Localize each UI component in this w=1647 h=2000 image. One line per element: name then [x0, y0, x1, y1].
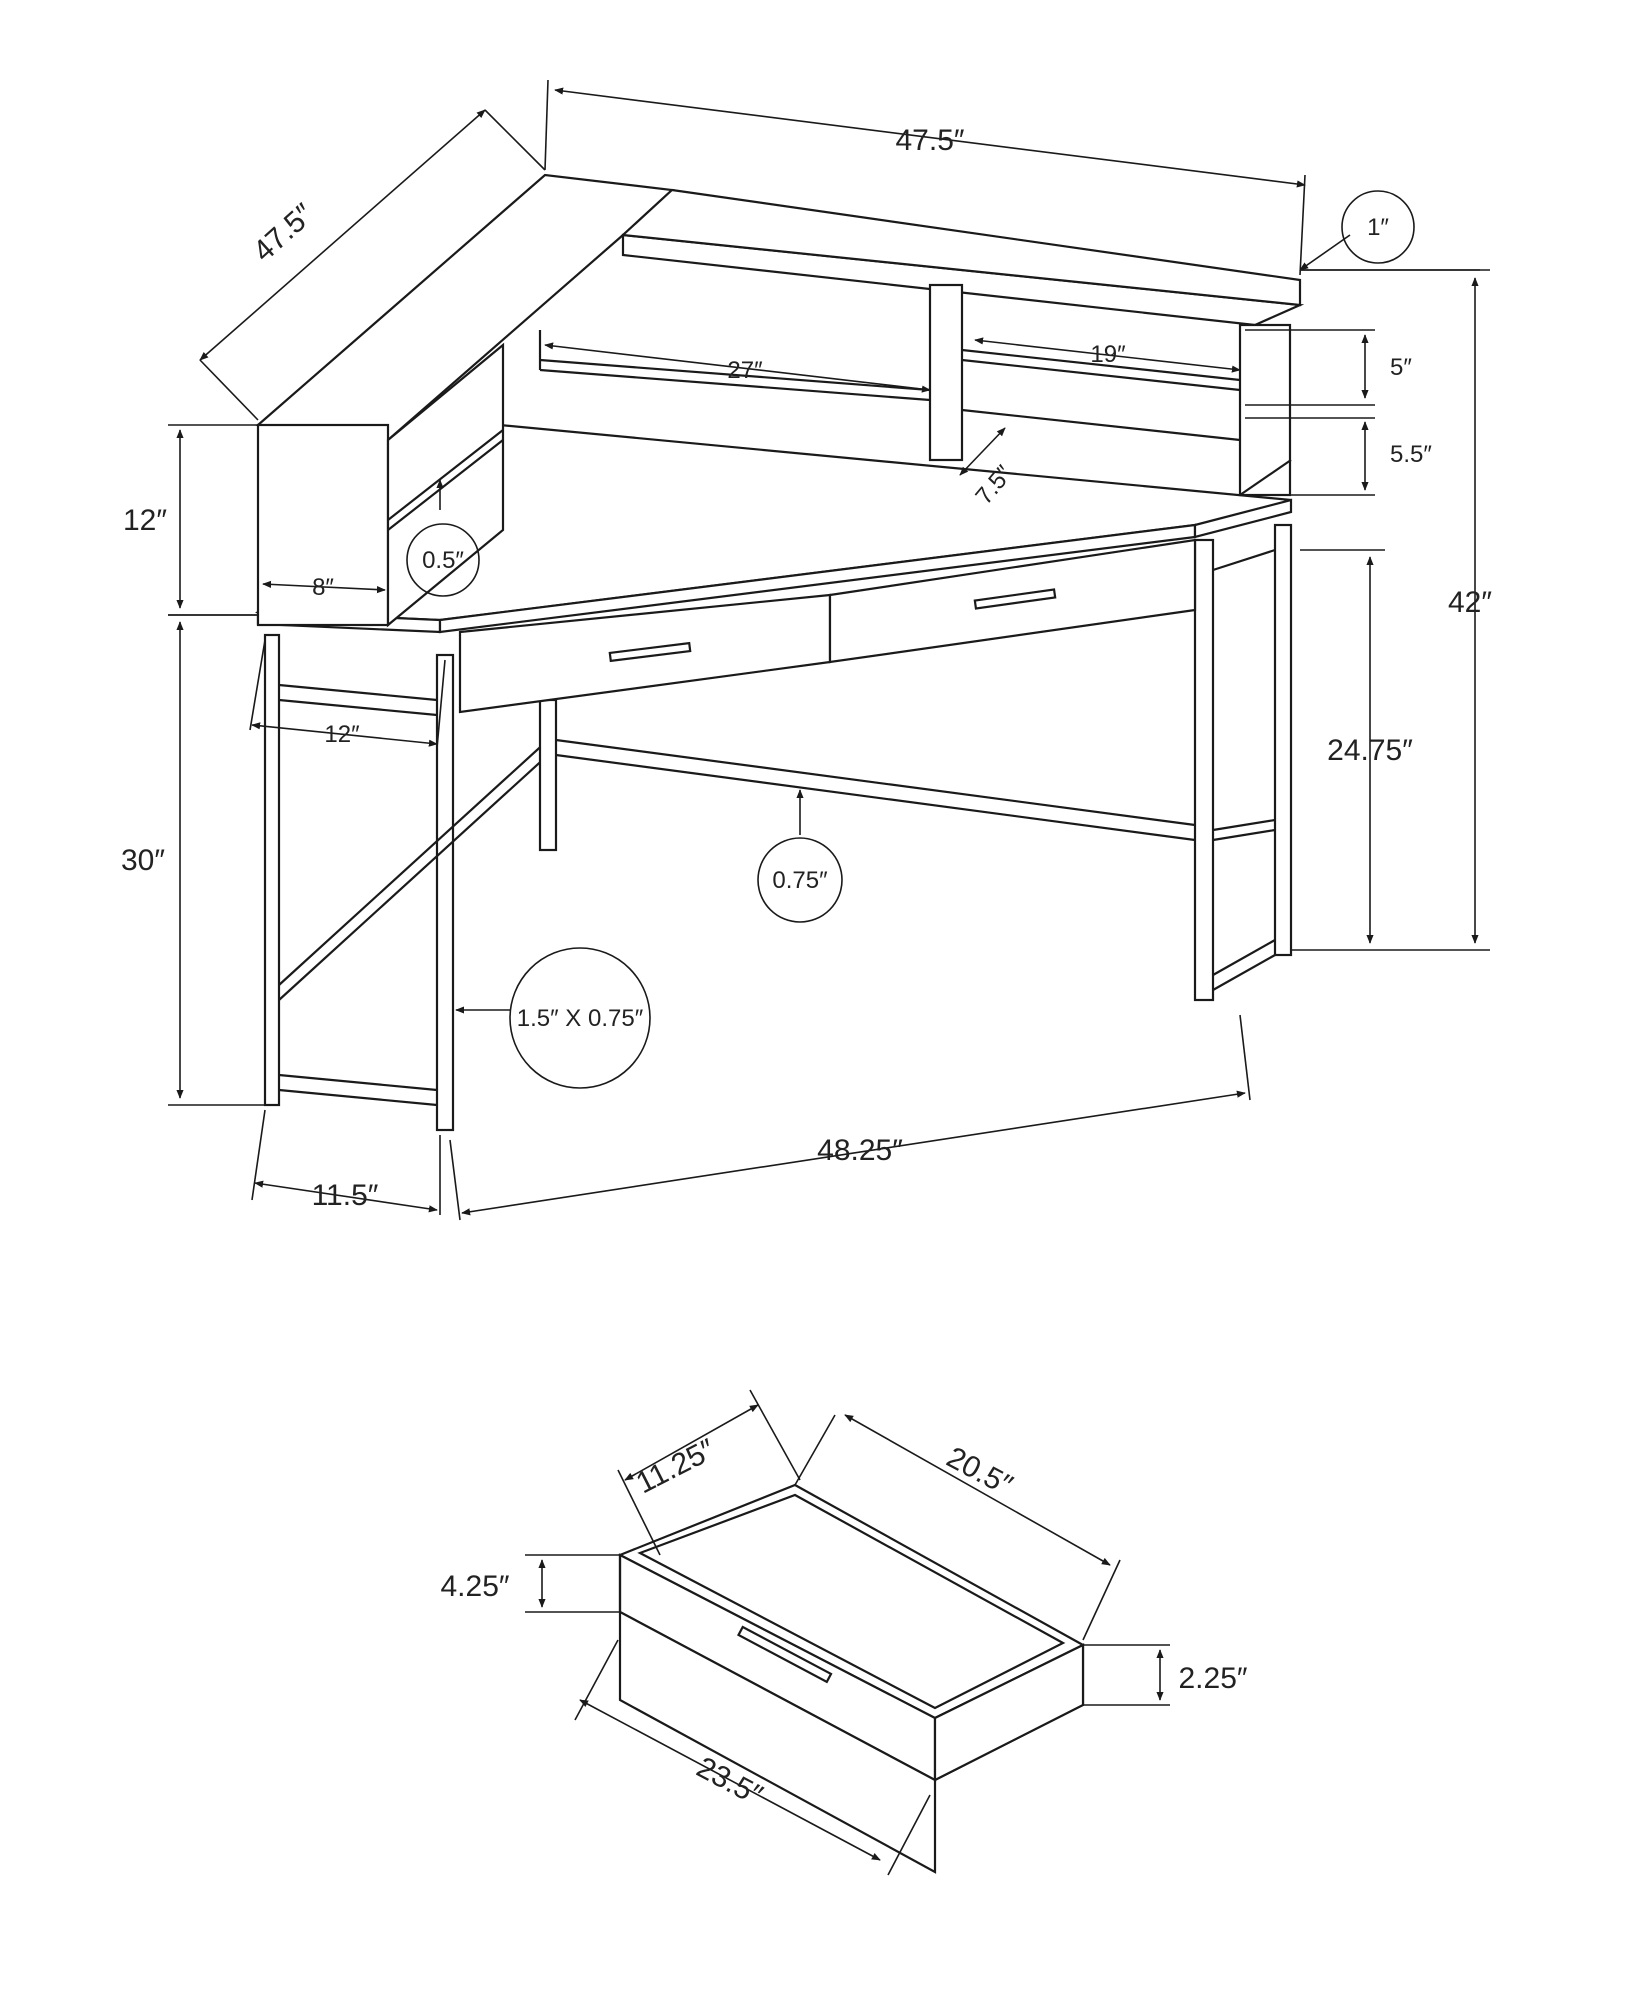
dim-upper-gap: 5″ [1390, 354, 1412, 381]
corner-desk-drawing [254, 173, 1305, 1132]
dim-knee-clearance: 24.75″ [1327, 734, 1413, 767]
callout-circles [406, 190, 1415, 1089]
dim-hutch-top-thick: 1″ [1367, 214, 1389, 241]
dim-top-left-depth: 47.5″ [247, 197, 321, 268]
desk-drawers [458, 538, 1197, 714]
right-leg-frame [1193, 523, 1293, 1002]
left-leg-frame [263, 633, 549, 1132]
back-stretcher [555, 738, 1196, 842]
dim-hutch-opening: 27″ [727, 357, 763, 384]
dim-hutch-height: 12″ [123, 504, 167, 537]
dim-hutch-shelf-width: 19″ [1090, 341, 1126, 368]
dim-hutch-depth: 8″ [312, 574, 334, 601]
dim-drawer-inner-width: 20.5″ [941, 1441, 1018, 1503]
dim-leg-depth: 11.5″ [312, 1179, 379, 1212]
callout-circle-leg-tube [509, 947, 651, 1089]
dim-leg-inner: 12″ [324, 721, 360, 748]
dim-drawer-inner-depth: 11.25″ [631, 1433, 721, 1500]
drawer-dimension-lines [525, 1389, 1170, 1876]
callout-circle-0-5in [406, 523, 480, 597]
dim-leg-tube: 1.5″ X 0.75″ [517, 1005, 644, 1032]
back-left-leg [538, 698, 558, 852]
callout-circle-1in [1341, 190, 1415, 264]
desk-dimension-labels: 47.5″ 47.5″ 1″ 27″ 19″ 5″ 5.5″ 7.5″ 12″ … [121, 124, 1492, 1212]
callout-circle-0-75in [757, 837, 843, 923]
dim-lower-gap: 5.5″ [1390, 441, 1432, 468]
dim-stretcher-size: 0.75″ [772, 867, 828, 894]
drawer-drawing [617, 1483, 1086, 1874]
dim-top-back-width: 47.5″ [895, 124, 964, 157]
desk-dimension-lines [168, 79, 1490, 1221]
dim-total-height: 42″ [1448, 586, 1492, 619]
dim-desk-height: 30″ [121, 844, 165, 877]
dim-drawer-side-height: 2.25″ [1178, 1662, 1247, 1695]
dim-drawer-front-height: 4.25″ [440, 1570, 509, 1603]
dim-panel-thick: 0.5″ [422, 547, 464, 574]
dim-front-width: 48.25″ [817, 1134, 903, 1167]
